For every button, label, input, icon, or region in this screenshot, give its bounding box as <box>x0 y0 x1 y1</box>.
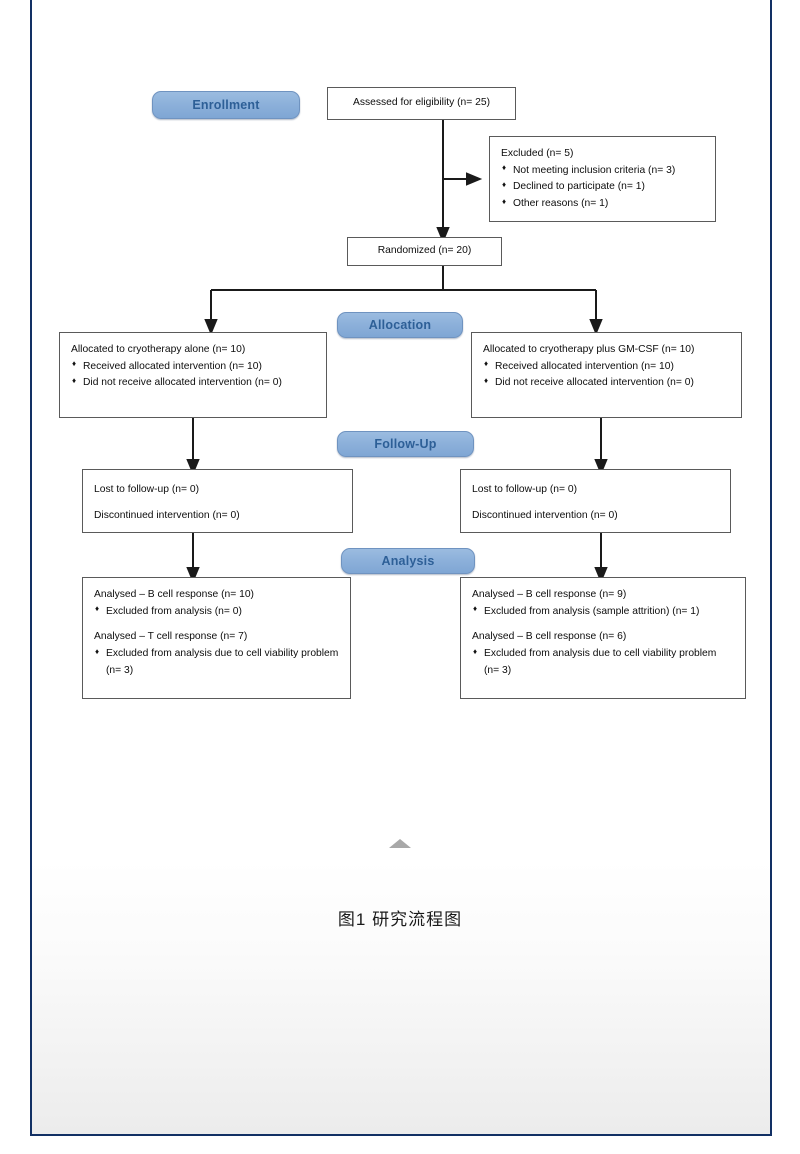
figure-caption: 图1 研究流程图 <box>337 910 463 929</box>
node-analysis-left-title-1: Analysed – B cell response (n= 10) <box>94 589 254 600</box>
node-excluded-item-2: Other reasons (n= 1) <box>501 196 704 213</box>
node-allocation-left-item-0: Received allocated intervention (n= 10) <box>71 358 315 376</box>
node-analysis-left-item-2: Excluded from analysis due to cell viabi… <box>94 646 339 679</box>
node-followup-right-line-1: Lost to follow-up (n= 0) <box>472 484 578 495</box>
node-allocation-right-item-1: Did not receive allocated intervention (… <box>483 375 730 392</box>
node-analysis-right-item-1: Excluded from analysis (sample attrition… <box>472 603 734 621</box>
stage-pill-enrollment-label: Enrollment <box>192 98 260 112</box>
stage-pill-followup-label: Follow-Up <box>374 437 437 451</box>
node-followup-right-line-2: Discontinued intervention (n= 0) <box>472 509 618 521</box>
node-analysis-right-title-2: Analysed – B cell response (n= 6) <box>472 631 627 643</box>
node-followup-right: Lost to follow-up (n= 0) Discontinued in… <box>460 469 731 533</box>
stage-pill-enrollment: Enrollment <box>152 91 300 119</box>
node-analysis-right: Analysed – B cell response (n= 9) Exclud… <box>460 577 746 699</box>
node-excluded-item-0: Not meeting inclusion criteria (n= 3) <box>501 162 704 180</box>
node-allocation-right-item-0: Received allocated intervention (n= 10) <box>483 358 730 376</box>
stage-pill-analysis-label: Analysis <box>381 554 435 568</box>
node-allocation-left: Allocated to cryotherapy alone (n= 10) R… <box>59 332 327 418</box>
stage-pill-allocation-label: Allocation <box>368 318 432 332</box>
triangle-up-icon[interactable] <box>389 839 411 848</box>
node-followup-left-line-1: Lost to follow-up (n= 0) <box>94 484 200 495</box>
node-allocation-left-item-1: Did not receive allocated intervention (… <box>71 375 315 392</box>
node-randomized: Randomized (n= 20) <box>347 237 502 266</box>
stage-pill-followup: Follow-Up <box>337 431 474 457</box>
node-allocation-right-title: Allocated to cryotherapy plus GM-CSF (n=… <box>483 344 695 355</box>
node-analysis-left-item-1: Excluded from analysis (n= 0) <box>94 603 339 621</box>
node-followup-left-line-2: Discontinued intervention (n= 0) <box>94 509 240 521</box>
node-allocation-left-title: Allocated to cryotherapy alone (n= 10) <box>71 344 246 355</box>
node-allocation-right: Allocated to cryotherapy plus GM-CSF (n=… <box>471 332 742 418</box>
node-excluded-item-1: Declined to participate (n= 1) <box>501 179 704 196</box>
node-followup-left: Lost to follow-up (n= 0) Discontinued in… <box>82 469 353 533</box>
node-excluded-title: Excluded (n= 5) <box>501 148 574 159</box>
node-analysis-right-item-2: Excluded from analysis due to cell viabi… <box>472 646 734 679</box>
node-assessed-title: Assessed for eligibility (n= 25) <box>352 97 491 109</box>
node-analysis-left-title-2: Analysed – T cell response (n= 7) <box>94 631 248 643</box>
node-randomized-title: Randomized (n= 20) <box>377 245 472 257</box>
node-analysis-right-title-1: Analysed – B cell response (n= 9) <box>472 589 627 600</box>
node-analysis-left: Analysed – B cell response (n= 10) Exclu… <box>82 577 351 699</box>
stage-pill-analysis: Analysis <box>341 548 475 574</box>
stage-pill-allocation: Allocation <box>337 312 463 338</box>
node-assessed-for-eligibility: Assessed for eligibility (n= 25) <box>327 87 516 120</box>
node-excluded: Excluded (n= 5) Not meeting inclusion cr… <box>489 136 716 222</box>
